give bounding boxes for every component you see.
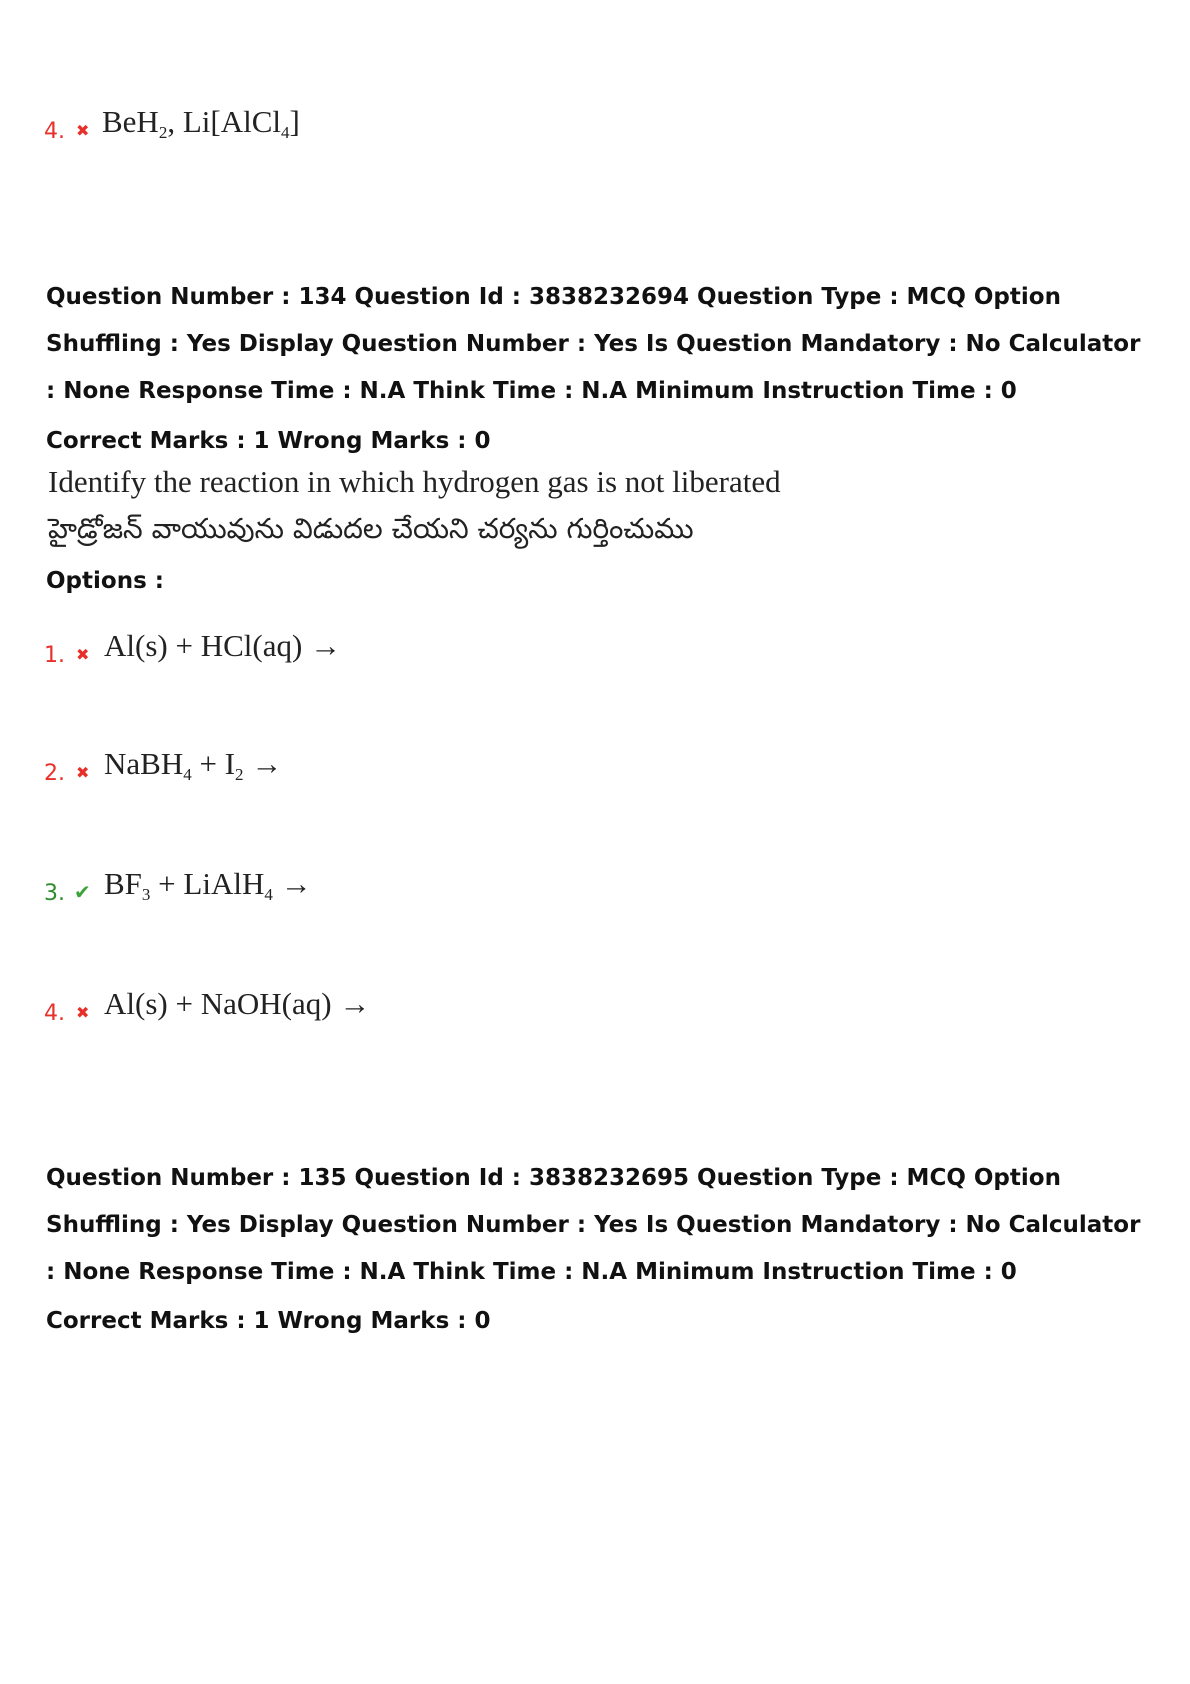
question-meta: Question Number : 134 Question Id : 3838… bbox=[46, 284, 1141, 404]
question-marks: Correct Marks : 1 Wrong Marks : 0 bbox=[46, 428, 491, 454]
question-text-telugu: హైడ్రోజన్ వాయువును విడుదల చేయని చర్యను గ… bbox=[48, 512, 694, 545]
option-formula: Al(s) + NaOH(aq) → bbox=[104, 986, 371, 1021]
cross-icon: ✖ bbox=[76, 1003, 90, 1022]
option-number: 2. bbox=[44, 761, 65, 786]
cross-icon: ✖ bbox=[76, 763, 90, 782]
option-formula: BeH2, Li[AlCl4] bbox=[102, 104, 300, 142]
option-formula: Al(s) + HCl(aq) → bbox=[104, 628, 342, 663]
option-number: 4. bbox=[44, 1001, 65, 1026]
question-meta: Question Number : 135 Question Id : 3838… bbox=[46, 1165, 1141, 1285]
option-formula: NaBH4 + I2 → bbox=[104, 746, 283, 784]
option-number: 4. bbox=[44, 119, 65, 144]
cross-icon: ✖ bbox=[76, 121, 90, 140]
option-formula: BF3 + LiAlH4 → bbox=[104, 866, 312, 904]
options-label: Options : bbox=[46, 568, 164, 594]
option-number: 3. bbox=[44, 881, 65, 906]
question-marks: Correct Marks : 1 Wrong Marks : 0 bbox=[46, 1308, 491, 1334]
check-icon: ✔ bbox=[74, 880, 91, 904]
cross-icon: ✖ bbox=[76, 645, 90, 664]
question-text-english: Identify the reaction in which hydrogen … bbox=[48, 464, 781, 499]
option-number: 1. bbox=[44, 643, 65, 668]
